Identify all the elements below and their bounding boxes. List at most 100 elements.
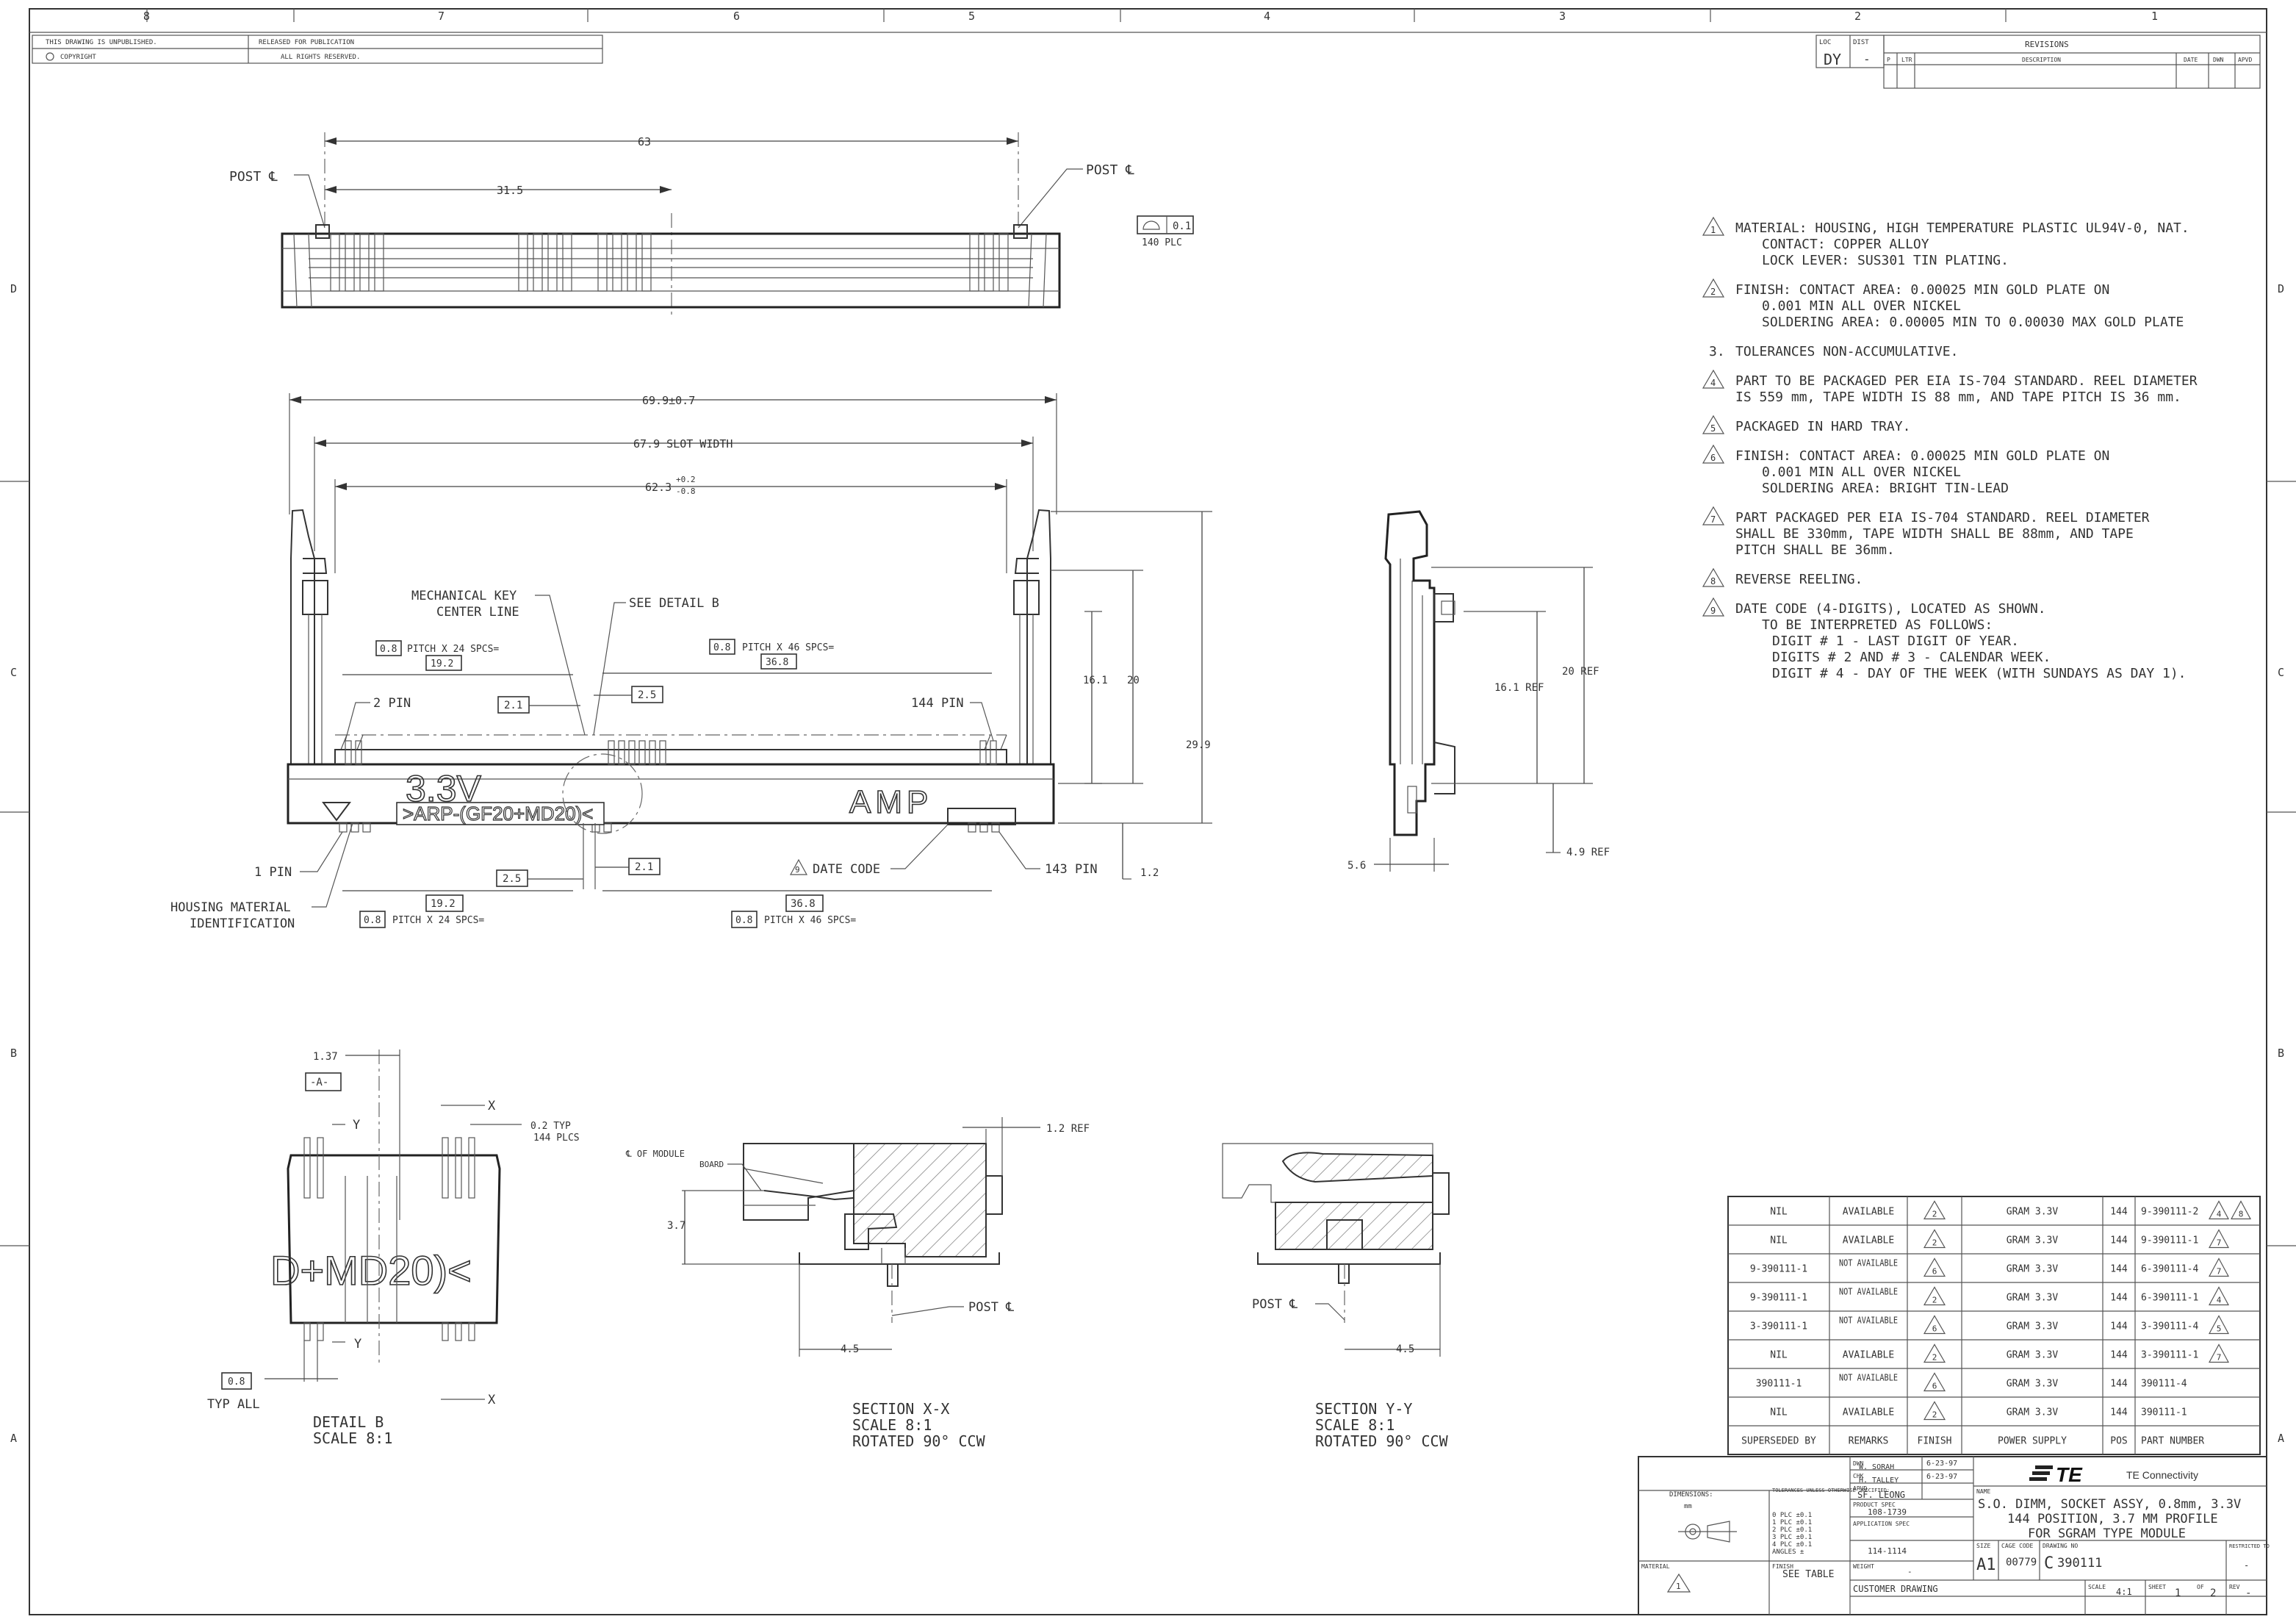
note-line: DIGIT # 1 - LAST DIGIT OF YEAR.: [1772, 634, 2019, 649]
cell-power-supply: GRAM 3.3V: [2007, 1379, 2059, 1390]
cell-part-number: 6-390111-1: [2141, 1293, 2198, 1304]
cell-power-supply: GRAM 3.3V: [2007, 1235, 2059, 1246]
housing-material-label-2: IDENTIFICATION: [190, 916, 295, 931]
dim-29-9: 29.9: [1186, 739, 1211, 751]
section-xx-module-label-2: BOARD: [699, 1160, 724, 1169]
note-line: PITCH SHALL BE 36mm.: [1735, 542, 1895, 558]
part-flag-icon: [2208, 1343, 2230, 1363]
cell-power-supply: GRAM 3.3V: [2007, 1264, 2059, 1275]
part-flag-number: 4: [2217, 1296, 2222, 1305]
note-flag-number: 2: [1710, 287, 1716, 297]
detail-b-datum-a: -A-: [310, 1077, 328, 1088]
detail-b-typ-all: TYP ALL: [207, 1397, 260, 1412]
finish-flag-icon: [1923, 1343, 1946, 1363]
detail-b-x-top: X: [488, 1099, 496, 1113]
te-logo: TE: [2029, 1463, 2083, 1486]
section-xx-scale: SCALE 8:1: [852, 1416, 932, 1434]
pitch-bottom-left-text: PITCH X 24 SPCS=: [392, 915, 484, 926]
dim-62-tol-minus: -0.8: [676, 487, 696, 496]
top-view-contact-group-right: [969, 233, 1009, 292]
note-flag-icon: [1702, 415, 1725, 434]
section-xx-dim-1-2: 1.2 REF: [1046, 1123, 1090, 1135]
cell-power-supply: GRAM 3.3V: [2007, 1321, 2059, 1332]
pin-2-label: 2 PIN: [373, 696, 411, 711]
zone-d-right: D: [2278, 282, 2284, 295]
post-left-label: POST ℄: [229, 169, 278, 184]
dim-20: 20: [1127, 675, 1140, 686]
tb-size-label: SIZE: [1976, 1543, 1990, 1549]
finish-flag-icon: [1923, 1286, 1946, 1306]
part-flag-number: 7: [2217, 1353, 2222, 1363]
part-flag-number: 4: [2217, 1210, 2222, 1219]
tb-dwn-name: W. SORAH: [1859, 1463, 1894, 1471]
te-logo-text: TE: [2056, 1463, 2083, 1486]
detail-b-title: DETAIL B: [313, 1413, 384, 1431]
cell-finish: 2: [1932, 1353, 1937, 1363]
tb-name-line-1: S.O. DIMM, SOCKET ASSY, 0.8mm, 3.3V: [1978, 1497, 2241, 1512]
part-flag-icon: [2208, 1315, 2230, 1335]
cell-part-number: 390111-1: [2141, 1407, 2187, 1418]
cell-remarks: NOT AVAILABLE: [1839, 1316, 1898, 1326]
side-view: 16.1 REF 20 REF 5.6 4.9 REF: [1347, 510, 1610, 872]
tb-name-label: NAME: [1976, 1488, 1990, 1495]
note-number: 3.: [1709, 344, 1725, 359]
tb-apvd-label: APVD: [1853, 1485, 1867, 1492]
tb-name-line-2: 144 POSITION, 3.7 MM PROFILE: [2007, 1512, 2218, 1526]
tb-sheet: 1: [2175, 1587, 2181, 1599]
detail-b-x-bottom: X: [488, 1393, 496, 1407]
part-flag-icon: [2208, 1229, 2230, 1249]
cell-remarks: NOT AVAILABLE: [1839, 1373, 1898, 1383]
note-flag-icon: [1702, 369, 1725, 389]
note-line: SHALL BE 330mm, TAPE WIDTH SHALL BE 88mm…: [1735, 526, 2134, 542]
table-header-cell: PART NUMBER: [2141, 1436, 2204, 1447]
note-line: SOLDERING AREA: 0.00005 MIN TO 0.00030 M…: [1762, 315, 2184, 330]
zone-1: 1: [2151, 10, 2158, 23]
dim-16-1: 16.1: [1083, 675, 1108, 686]
rev-col-ltr: LTR: [1901, 57, 1912, 63]
zone-a-right: A: [2278, 1432, 2284, 1445]
detail-b-typ-1: 0.2 TYP: [530, 1121, 571, 1132]
table-header-cell: REMARKS: [1849, 1436, 1889, 1447]
note-flag-icon: [1702, 216, 1725, 236]
cell-superseded-by: 390111-1: [1756, 1379, 1802, 1390]
cell-remarks: AVAILABLE: [1843, 1407, 1894, 1418]
tb-size: A1: [1976, 1556, 1996, 1574]
zone-5: 5: [968, 10, 975, 23]
cell-remarks: AVAILABLE: [1843, 1350, 1894, 1361]
rev-col-dwn: DWN: [2213, 57, 2224, 63]
cell-part-number: 9-390111-1: [2141, 1235, 2198, 1246]
tolerance-value: 0.1: [1173, 220, 1191, 232]
cell-pos: 144: [2110, 1350, 2128, 1361]
note-line: TOLERANCES NON-ACCUMULATIVE.: [1735, 344, 1958, 359]
tb-weight-label: WEIGHT: [1853, 1563, 1874, 1570]
pitch-bottom-left-box: 0.8: [364, 915, 381, 926]
section-xx-rotation: ROTATED 90° CCW: [852, 1432, 986, 1450]
housing-material-label-1: HOUSING MATERIAL: [170, 900, 291, 915]
detail-b-y-bottom: Y: [354, 1337, 361, 1352]
see-detail-label: SEE DETAIL B: [629, 596, 719, 611]
note-flag-icon: [1702, 444, 1725, 464]
tb-tolerances-label: TOLERANCES UNLESS OTHERWISE SPECIFIED:: [1772, 1488, 1890, 1493]
dim-2-5-top: 2.5: [638, 689, 656, 701]
section-yy-post-label: POST ℄: [1252, 1297, 1298, 1312]
finish-flag-icon: [1923, 1257, 1946, 1277]
side-dim-4-9: 4.9 REF: [1566, 847, 1610, 858]
tb-chk-label: CHK: [1853, 1473, 1864, 1479]
tb-material-flag: 1: [1676, 1582, 1681, 1591]
section-xx-title: SECTION X-X: [852, 1400, 949, 1418]
part-flag-number: 8: [2239, 1210, 2244, 1219]
zone-6: 6: [733, 10, 740, 23]
detail-b-box-0-8: 0.8: [228, 1377, 245, 1388]
part-flag-number: 5: [2217, 1324, 2222, 1334]
note-line: CONTACT: COPPER ALLOY: [1762, 237, 1929, 252]
